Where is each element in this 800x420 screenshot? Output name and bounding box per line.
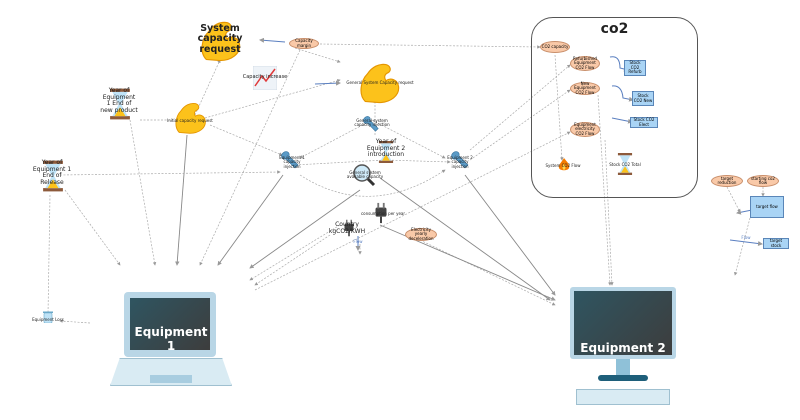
general-capacity-injection[interactable]: General system capacity injection [354, 118, 390, 128]
eq1-capacity-injection[interactable]: Equipment 1 capacity injection [279, 155, 305, 169]
equipment1-label: Equipment 1 [134, 325, 208, 353]
equipment-loss[interactable]: Equipment Loss [32, 317, 64, 322]
target-flow-label: Flow [741, 235, 751, 240]
general-system-capacity-request[interactable]: General System Capacity request [346, 80, 414, 85]
refurb-co2-flow[interactable]: Refurbished Equipment CO2 Flow [570, 56, 600, 71]
capacity-margin[interactable]: Capacity margin [289, 38, 319, 49]
eq2-capacity-injection[interactable]: Equipment 2 capacity injection [447, 155, 473, 169]
country-kgco2[interactable]: Country kgCO2/KWH [328, 221, 366, 235]
co2-group: co2 [531, 17, 698, 198]
target-reduction[interactable]: target reduction [711, 175, 743, 187]
stock-co2-elect[interactable]: Stock CO2 Elect [630, 117, 658, 128]
year-eq1-end-release[interactable]: Year of Equipment 1 End of Release [32, 159, 72, 186]
year-eq1-end-new[interactable]: Year of Equipment 1 End of new product [100, 87, 138, 114]
year-eq2-intro[interactable]: Year of Equipment 2 introduction [366, 138, 406, 159]
starting-co2-flow[interactable]: starting co2 flow [747, 175, 779, 187]
co2-group-title: co2 [600, 21, 629, 37]
initial-capacity-request[interactable]: Initial capacity request [167, 118, 213, 123]
equipment2-label: Equipment 2 [580, 341, 666, 355]
stock-co2-total[interactable]: Stock CO2 Total [609, 162, 641, 167]
target-flow[interactable]: target flow [750, 196, 784, 218]
capacity-increase[interactable]: Capacity increase [242, 74, 288, 80]
new-co2-flow[interactable]: New Equipment CO2 Flow [570, 81, 600, 95]
monitor-icon[interactable] [568, 287, 678, 407]
elec-co2-flow[interactable]: Equipment electricity CO2 Flow [570, 122, 600, 137]
co2-capacity[interactable]: CO2 capacity [540, 41, 570, 53]
stock-co2-refurb[interactable]: Stock CO2 Refurb [624, 60, 646, 76]
stock-co2-new[interactable]: Stock CO2 New [632, 91, 654, 106]
general-available-capacity[interactable]: General system available capacity [346, 170, 384, 180]
system-co2-flow[interactable]: System CO2 Flow [545, 163, 581, 168]
target-stock[interactable]: target stock [763, 238, 789, 249]
electricity-yearly-deceleration[interactable]: Electricity yearly deceleration [405, 227, 437, 241]
system-capacity-request[interactable]: System capacity request [197, 23, 243, 55]
laptop-icon[interactable] [110, 292, 232, 392]
consumption-per-year[interactable]: consumption per year [360, 211, 405, 216]
flow-label: Flow [353, 239, 363, 244]
